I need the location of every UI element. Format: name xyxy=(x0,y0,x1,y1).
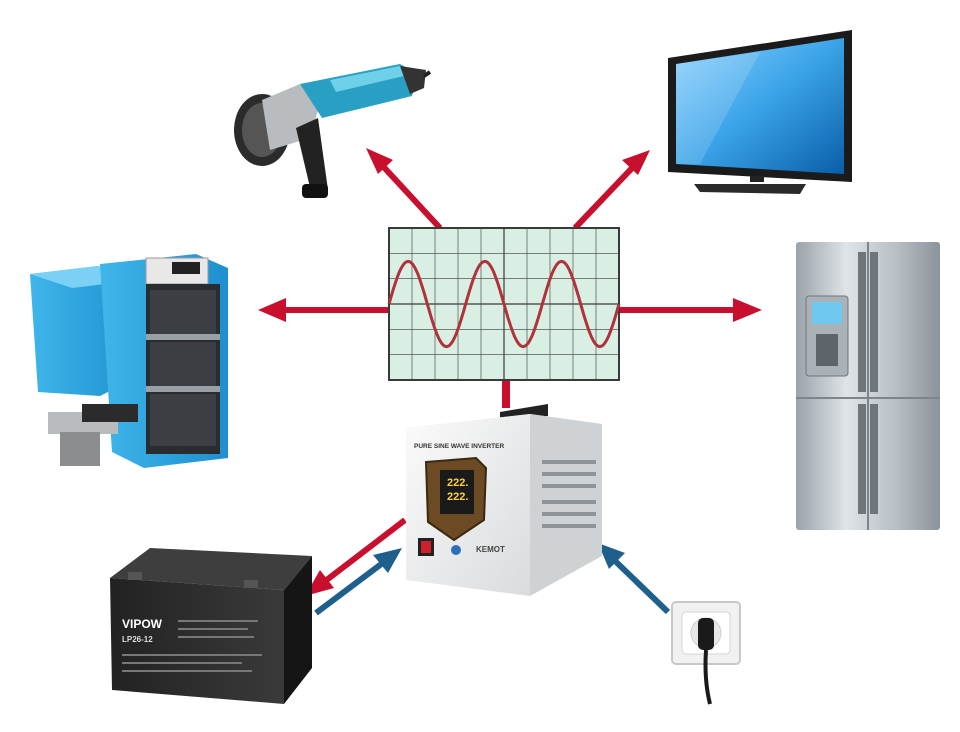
inverter-display-1: 222. xyxy=(447,477,468,489)
fridge-icon xyxy=(796,242,940,530)
inverter-icon: PURE SINE WAVE INVERTER 222. 222. KEMOT xyxy=(406,404,602,596)
inverter-display-2: 222. xyxy=(447,491,468,503)
battery-icon: VIPOW LP26-12 xyxy=(110,548,312,704)
inverter-header: PURE SINE WAVE INVERTER xyxy=(414,443,504,450)
wall-socket-icon xyxy=(671,601,741,705)
arrow-to-battery xyxy=(305,517,407,596)
vent-slots xyxy=(542,460,596,528)
arrow-from-battery xyxy=(314,548,402,616)
tv-icon xyxy=(668,30,852,194)
oscilloscope-icon xyxy=(387,227,621,381)
arrow-to-boiler xyxy=(258,298,390,322)
inverter-brand: KEMOT xyxy=(476,545,505,554)
boiler-icon xyxy=(30,254,228,468)
arrow-from-socket xyxy=(598,543,671,615)
battery-model: LP26-12 xyxy=(122,635,153,644)
angle-grinder-icon xyxy=(234,64,432,198)
arrow-to-grinder xyxy=(366,148,443,231)
sine-wave xyxy=(387,259,621,349)
battery-brand: VIPOW xyxy=(122,617,163,631)
arrow-to-fridge xyxy=(620,298,762,322)
arrow-to-tv xyxy=(572,150,650,231)
